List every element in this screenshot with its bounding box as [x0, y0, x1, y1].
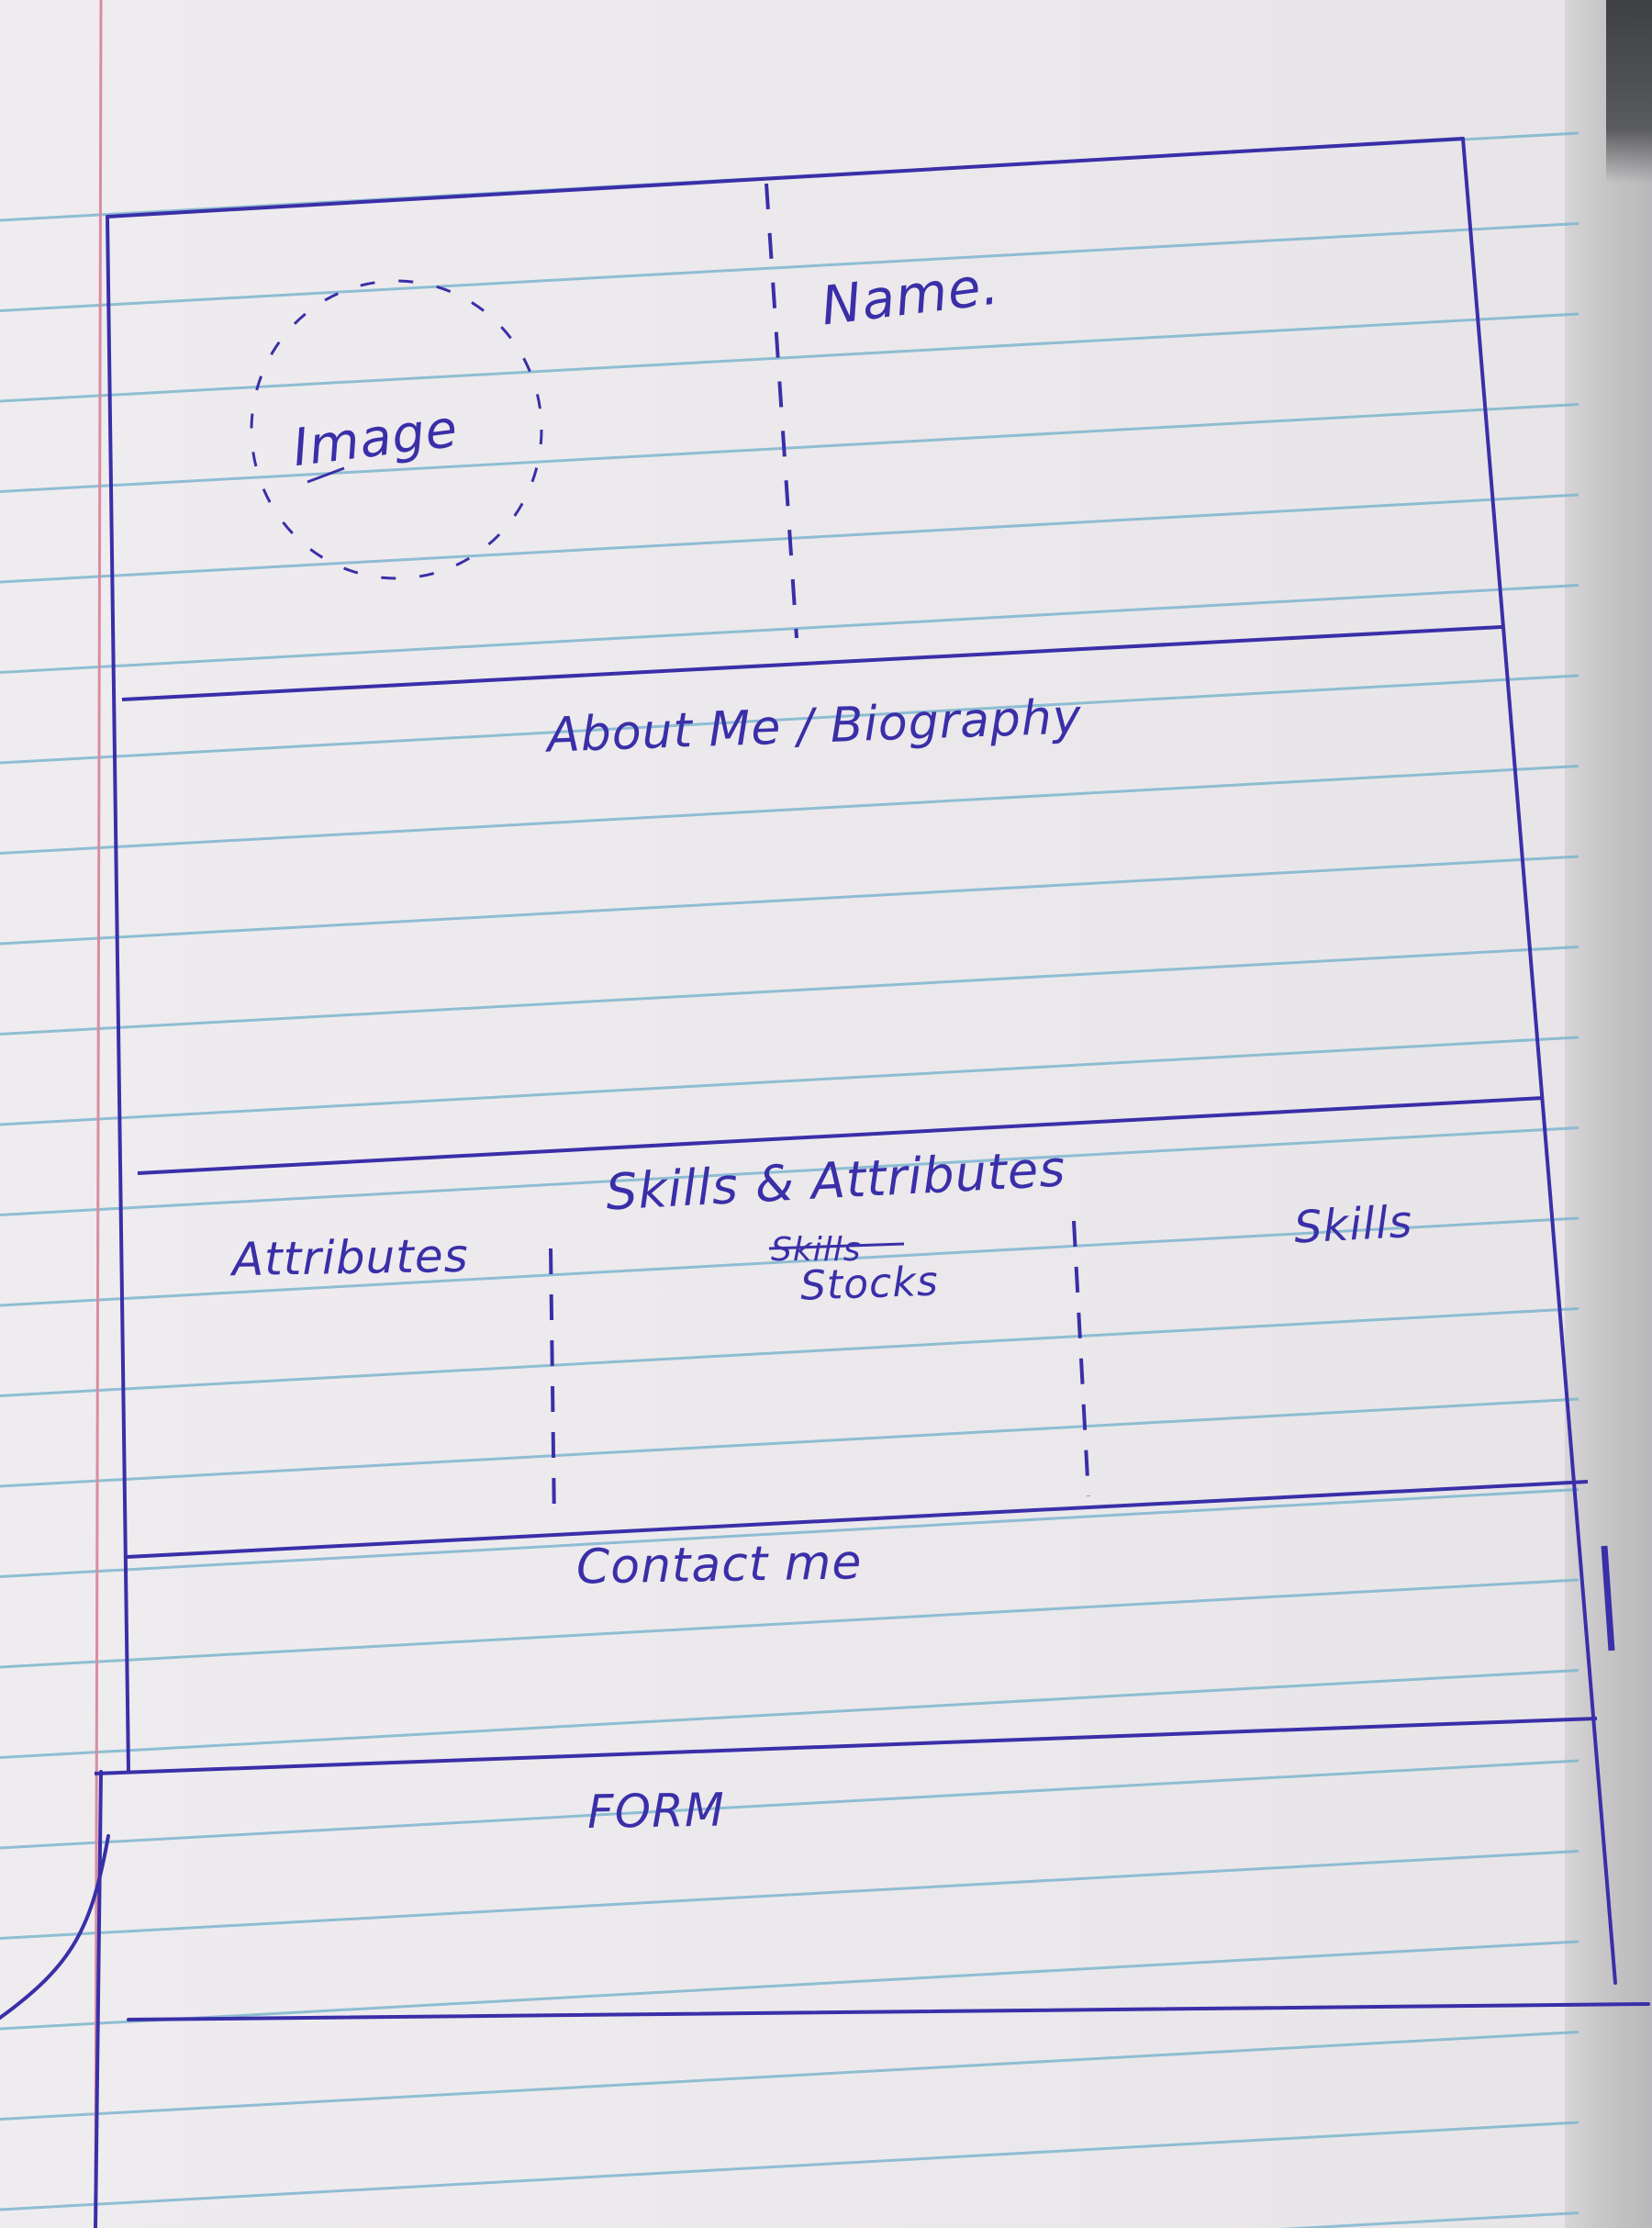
section-divider-2 [137, 1096, 1545, 1175]
ruled-line [0, 1850, 1579, 1940]
header-section: Image Name. [250, 183, 1002, 639]
header-divider [765, 183, 798, 639]
ruled-line [0, 1578, 1579, 1669]
ruled-line [0, 1036, 1579, 1126]
ruled-line [0, 312, 1579, 403]
margin-line [94, 0, 103, 2228]
skills-column-divider-left [549, 1248, 556, 1525]
ruled-line [0, 2121, 1579, 2211]
skills-section: Skills & Attributes Attributes Skills St… [229, 1139, 1414, 1525]
ruled-line [0, 403, 1579, 493]
ruled-line [0, 855, 1579, 946]
ruled-line [0, 1216, 1579, 1307]
ruled-line [1279, 2211, 1579, 2228]
image-placeholder-circle [250, 279, 543, 580]
ruled-line [0, 1940, 1579, 2031]
name-label: Name. [818, 253, 1002, 337]
ruled-line [0, 1126, 1579, 1216]
ruled-line [0, 1759, 1579, 1850]
ruled-line [0, 584, 1579, 674]
contact-section: Contact me [575, 1535, 1615, 1651]
page-edge [1565, 0, 1652, 2228]
section-divider-4 [94, 1717, 1598, 1775]
ruled-line [0, 765, 1579, 855]
image-underline [307, 466, 345, 484]
ruled-line [0, 1488, 1579, 1578]
contact-edge-mark [1601, 1545, 1615, 1651]
stocks-column-crossed-label: Skills [771, 1231, 861, 1269]
skills-column-divider-right [1072, 1220, 1090, 1497]
ruled-line [0, 674, 1579, 765]
ruled-line [0, 946, 1579, 1036]
form-label: FORM [586, 1783, 725, 1839]
contact-heading: Contact me [575, 1535, 862, 1595]
about-section: About Me / Biography [543, 689, 1083, 763]
attributes-column-label: Attributes [229, 1229, 469, 1287]
section-divider-3 [126, 1480, 1589, 1559]
about-heading: About Me / Biography [543, 689, 1083, 763]
stocks-column-label: Stocks [799, 1258, 939, 1309]
section-divider-1 [121, 625, 1502, 701]
crossed-out-strike [768, 1242, 905, 1250]
ruled-line [0, 2031, 1579, 2121]
ruled-line [0, 222, 1579, 312]
skills-heading: Skills & Attributes [604, 1139, 1066, 1221]
background-corner [1606, 0, 1652, 184]
form-section: FORM [586, 1783, 725, 1839]
wireframe-frame [0, 137, 1650, 2228]
skills-column-label: Skills [1293, 1196, 1414, 1254]
ruled-line [0, 1669, 1579, 1759]
ruled-line [0, 1307, 1579, 1397]
ruled-line [0, 1397, 1579, 1488]
